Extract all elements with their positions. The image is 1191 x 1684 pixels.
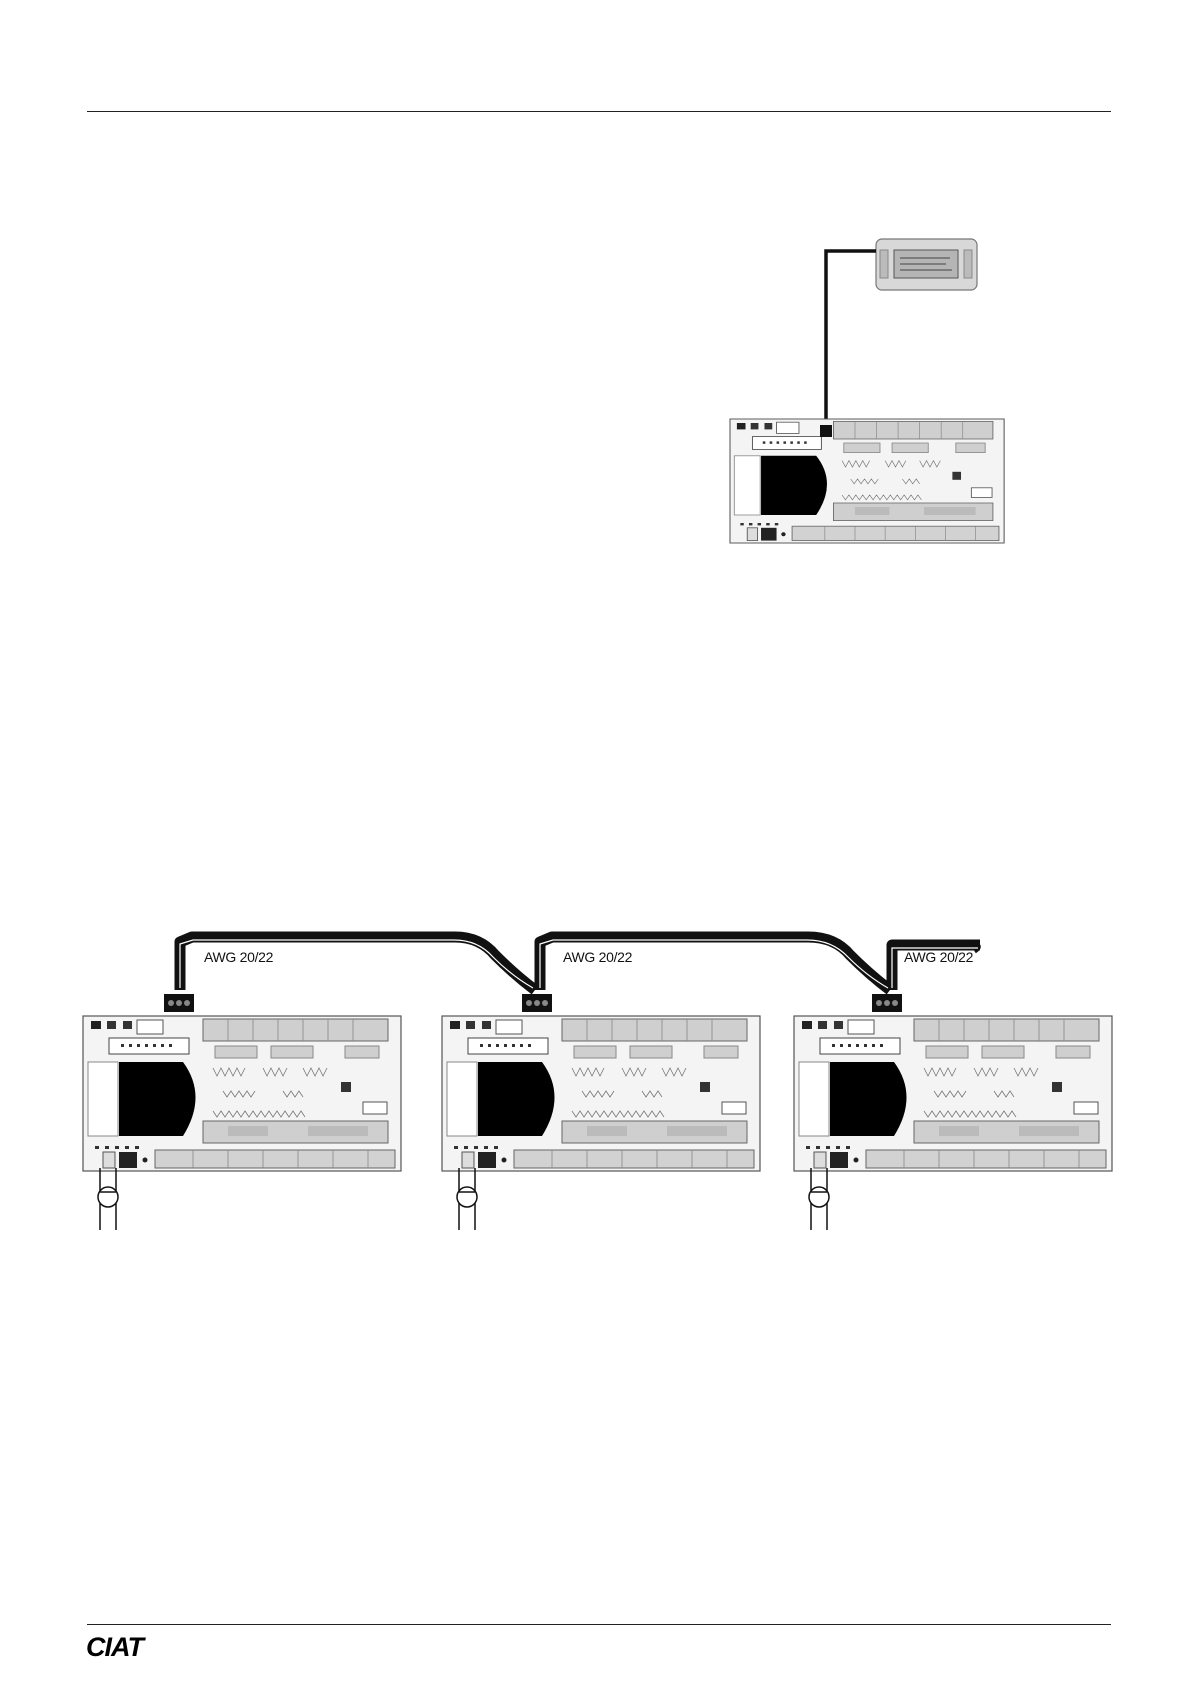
cable-label-2: AWG 20/22 (563, 949, 633, 965)
terminal-cable (826, 251, 876, 427)
terminal-port (820, 425, 832, 437)
transformer-symbol-1 (98, 1168, 118, 1230)
transformer-symbol-2 (457, 1168, 477, 1230)
controller-board-top (730, 419, 1004, 543)
connector-2 (522, 994, 552, 1012)
controller-board-2 (442, 1016, 760, 1171)
controller-board-3 (794, 1016, 1112, 1171)
controller-board-1 (83, 1016, 401, 1171)
cable-label-1: AWG 20/22 (204, 949, 274, 965)
connector-3 (872, 994, 902, 1012)
transformer-symbol-3 (809, 1168, 829, 1230)
connector-1 (164, 994, 194, 1012)
terminal-display (876, 239, 977, 290)
cable-label-3: AWG 20/22 (904, 949, 974, 965)
footer-rule (87, 1624, 1111, 1625)
ciat-logo: CIAT (86, 1632, 143, 1663)
